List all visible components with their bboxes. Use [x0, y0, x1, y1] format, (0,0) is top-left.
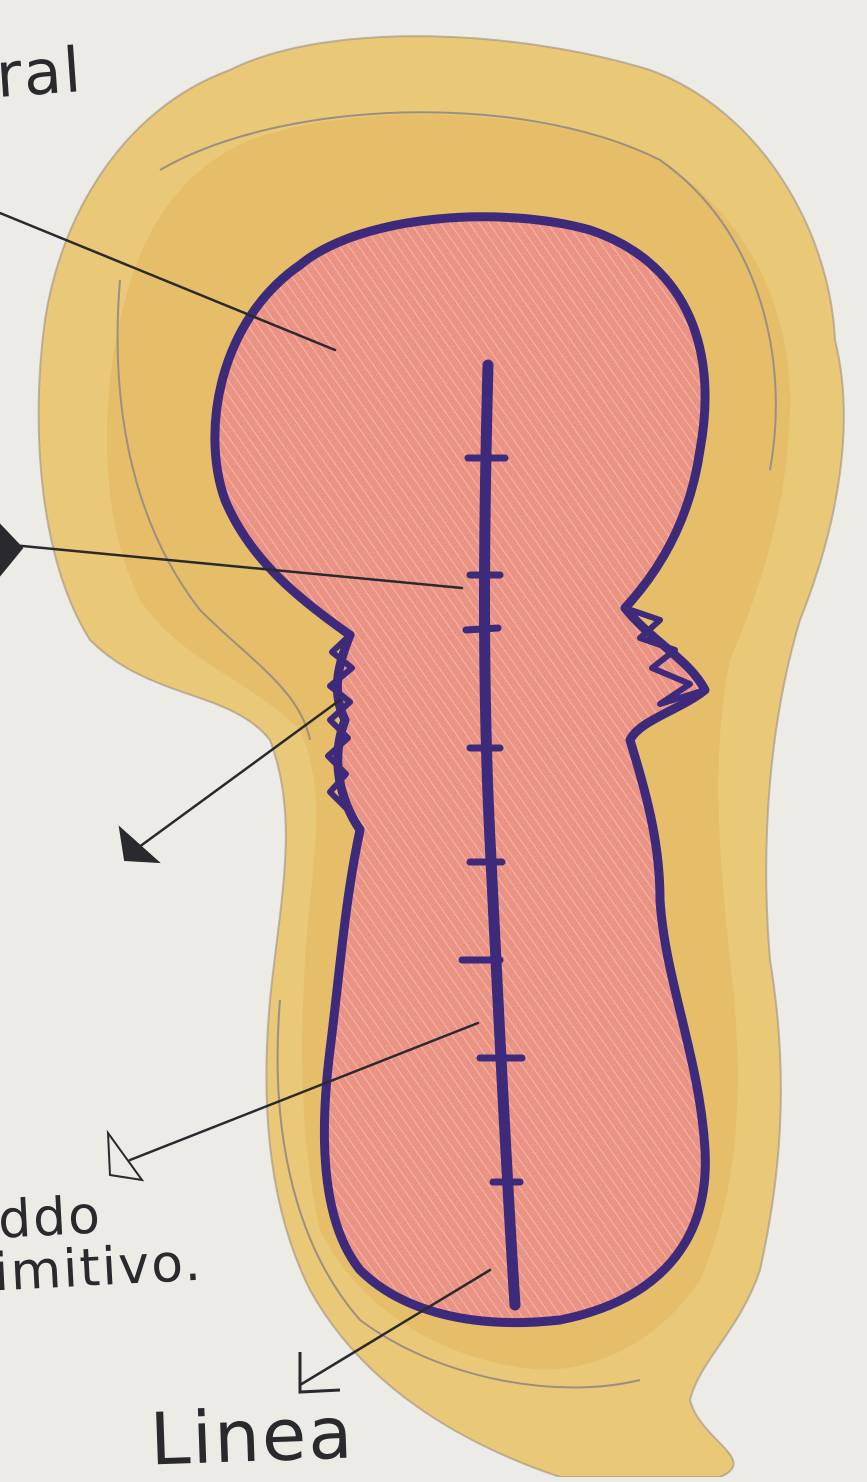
- label-top: ral: [0, 39, 85, 107]
- label-bottom: Linea: [149, 1396, 356, 1475]
- arrowhead-mid: [0, 525, 22, 575]
- label-fold-line2: imitivo.: [0, 1237, 204, 1300]
- arrowhead-somite: [120, 828, 158, 862]
